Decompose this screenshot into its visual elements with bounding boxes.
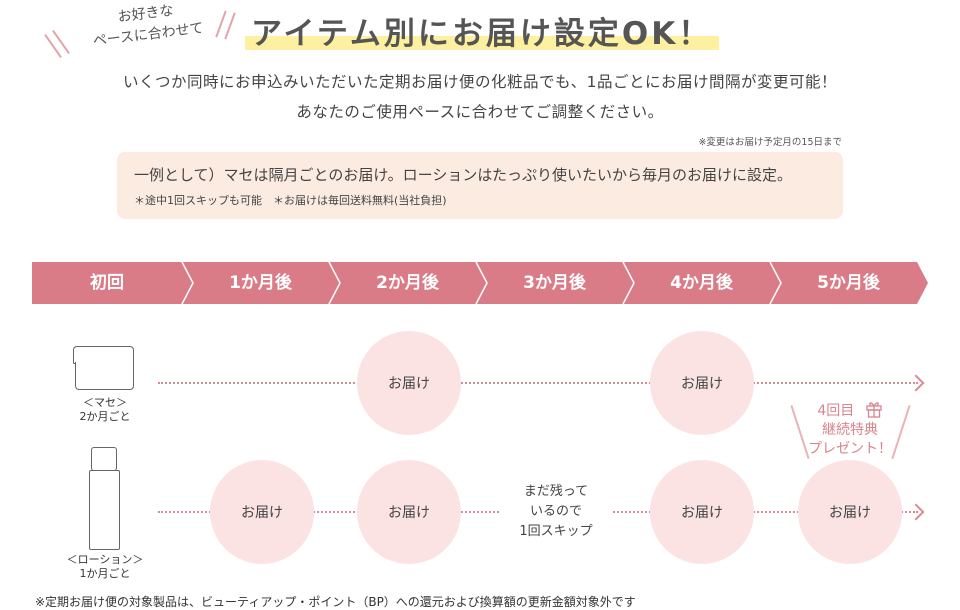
mase-interval: 2か月ごと [79, 410, 131, 423]
example-box: 一例として）マセは隔月ごとのお届け。ローションはたっぷり使いたいから毎月のお届け… [117, 152, 843, 219]
mase-delivery-month2: お届け [357, 331, 461, 435]
example-sub-text: ＊途中1回スキップも可能 ＊お届けは毎回送料無料(当社負担) [134, 194, 447, 207]
chevron-right-icon [907, 374, 925, 392]
lotion-delivery-month5: お届け [798, 460, 902, 564]
title-highlight [245, 36, 719, 50]
lotion-bottle-icon [91, 447, 117, 471]
lotion-label: ＜ローション＞ 1か月ごと [55, 553, 155, 581]
gift-callout: 4回目 継続特典 プレゼント！ [800, 400, 900, 459]
mase-label: ＜マセ＞ 2か月ごと [55, 396, 155, 424]
lotion-delivery-month1: お届け [210, 460, 314, 564]
delivery-label: お届け [388, 376, 430, 392]
gift-line2: 継続特典 [822, 422, 878, 438]
gift-line3: プレゼント！ [808, 441, 892, 457]
footnote: ※定期お届け便の対象製品は、ビューティアップ・ポイント（BP）への還元および換算… [35, 595, 636, 609]
gift-icon [866, 402, 882, 418]
decor-slash [224, 12, 236, 40]
timeline-step-month3: 3か月後 [523, 273, 586, 293]
skip-line2: いるので [529, 504, 582, 519]
timeline-step-initial: 初回 [90, 273, 124, 293]
chevron-right-icon [907, 503, 925, 521]
lotion-bottle-body [89, 470, 120, 550]
lead-text-1: いくつか同時にお申込みいただいた定期お届け便の化粧品でも、1品ごとにお届け間隔が… [123, 73, 837, 91]
lotion-interval: 1か月ごと [79, 567, 131, 580]
delivery-label: お届け [388, 505, 430, 521]
gift-count: 4回目 [817, 403, 855, 419]
lotion-name: ＜ローション＞ [66, 553, 144, 566]
delivery-label: お届け [241, 505, 283, 521]
mase-name: ＜マセ＞ [83, 396, 127, 409]
lotion-delivery-month4: お届け [650, 460, 754, 564]
example-main-text: 一例として）マセは隔月ごとのお届け。ローションはたっぷり使いたいから毎月のお届け… [134, 166, 793, 184]
lead-text-2: あなたのご使用ペースに合わせてご調整ください。 [296, 103, 664, 121]
delivery-label: お届け [681, 376, 723, 392]
cream-jar-body [75, 362, 134, 390]
gift-line1: 4回目 [800, 400, 900, 421]
timeline-step-month5: 5か月後 [817, 273, 880, 293]
timeline-step-month4: 4か月後 [670, 273, 733, 293]
skip-line1: まだ残って [523, 484, 589, 499]
mase-dotted-line [158, 382, 918, 384]
delivery-label: お届け [829, 505, 871, 521]
mase-delivery-month4: お届け [650, 331, 754, 435]
lotion-delivery-month2: お届け [357, 460, 461, 564]
change-deadline-note: ※変更はお届け予定月の15日まで [698, 137, 842, 148]
lotion-skip-month3: まだ残って いるので 1回スキップ [501, 482, 611, 542]
timeline-step-month1: 1か月後 [229, 273, 292, 293]
timeline-bar: 初回 1か月後 2か月後 3か月後 4か月後 5か月後 [32, 262, 928, 304]
timeline-arrows [32, 262, 928, 304]
page-title: アイテム別にお届け設定OK！ [251, 16, 713, 52]
delivery-label: お届け [681, 505, 723, 521]
timeline-step-month2: 2か月後 [376, 273, 439, 293]
skip-line3: 1回スキップ [519, 524, 593, 539]
header-tag: お好きな ペースに合わせて [70, 0, 224, 55]
